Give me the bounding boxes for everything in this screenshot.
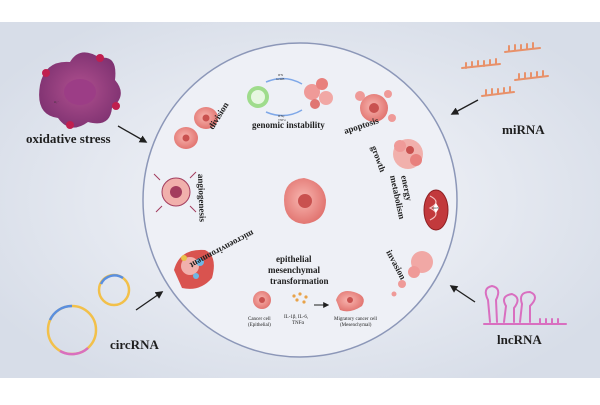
mirna-label: miRNA: [502, 122, 545, 137]
mirna-arrow: [450, 99, 479, 115]
angiogenesis-label: angiogenesis: [196, 174, 208, 223]
emt-label-line2: mesenchymal: [268, 265, 320, 275]
oxidative-stress-arrow: [117, 125, 148, 143]
genomic-instability-icon: [247, 77, 333, 117]
mirna-icon: [461, 42, 549, 97]
oxidative-stress-cell-icon: [39, 52, 121, 129]
migratory-label-line1: Migratory cancer cell: [334, 317, 378, 322]
migratory-label-line2: (Mesenchymal): [340, 323, 372, 328]
ros-badge-label: ROS: [433, 206, 439, 210]
apoptosis-cell-icon: [355, 90, 396, 122]
growth-cells-icon: [393, 139, 423, 169]
genomic-small-label-2: GzmB: [276, 77, 284, 81]
angiogenesis-cell-icon: [153, 171, 197, 213]
cytokines-label-line2: TNFα: [292, 321, 304, 326]
emt-label-line3: transformation: [270, 276, 329, 286]
genomic-instability-label: genomic instability: [252, 120, 325, 130]
o2-badge-label: O₂⁻: [54, 100, 59, 104]
circrna-arrow: [135, 291, 164, 311]
cancer-cell-label-line1: Cancer cell: [248, 317, 271, 322]
lncrna-label: lncRNA: [497, 332, 542, 347]
circrna-icon: [46, 273, 131, 356]
cytokine-dots-icon: [292, 292, 308, 304]
circrna-label: circRNA: [110, 337, 159, 352]
epithelial-cell-icon: [253, 291, 271, 309]
central-cancer-cell-icon: [284, 178, 326, 224]
mitochondrion-icon: [423, 189, 449, 231]
invasion-cells-icon: [391, 251, 433, 297]
emt-label-line1: epithelial: [276, 254, 312, 264]
microenvironment-icon: [174, 249, 214, 289]
genomic-small-label-4: TNFα: [278, 118, 286, 122]
mesenchymal-cell-icon: [336, 291, 364, 312]
oxidative-stress-label: oxidative stress: [26, 131, 111, 146]
lncrna-arrow: [449, 285, 476, 303]
cytokines-label-line1: IL-1β, IL-6,: [284, 315, 308, 320]
division-cells-icon: [174, 107, 218, 149]
lncrna-icon: [483, 284, 567, 325]
genomic-small-label-1: IFN: [278, 73, 284, 77]
genomic-small-label-3: IFNγ: [278, 114, 285, 118]
cancer-cell-label-line2: (Epithelial): [248, 323, 271, 328]
